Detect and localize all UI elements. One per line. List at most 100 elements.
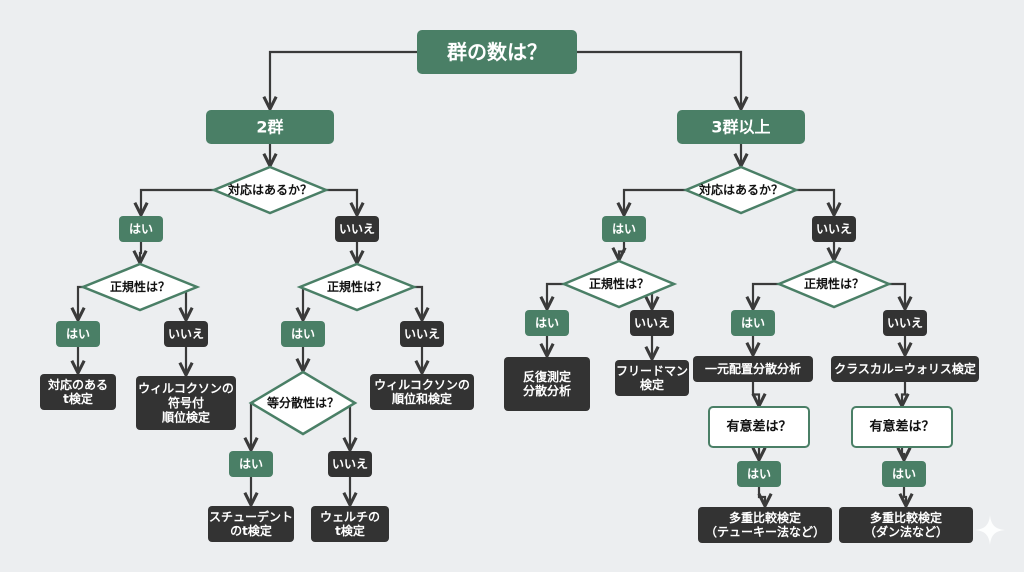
edge-root-to-three-plus	[577, 52, 741, 109]
node-two-groups: 2群	[206, 110, 334, 144]
node-sig-yes2: はい	[882, 461, 926, 487]
node-label: はい	[612, 222, 636, 236]
node-r-no-norm-no: いいえ	[883, 310, 927, 336]
edge-l-no-norm-q-to-l-no-norm-no	[414, 287, 422, 320]
edge-l-yes-norm-q-to-l-yes-norm-yes	[78, 287, 83, 320]
node-l-no-norm-q: 正規性は？	[300, 264, 414, 310]
node-label: 順位検定	[161, 409, 210, 424]
node-friedman: フリードマン検定	[615, 360, 689, 396]
node-paired-t: 対応のあるt検定	[40, 374, 116, 410]
node-label: 2群	[256, 118, 283, 137]
node-label: t検定	[335, 523, 365, 538]
node-student-t: スチューデントのt検定	[208, 506, 294, 542]
node-label: はい	[66, 327, 90, 341]
edge-root-to-two-groups	[270, 52, 417, 109]
node-eqvar-q: 等分散性は？	[251, 372, 355, 434]
node-r-no-norm-yes: はい	[731, 310, 775, 336]
node-r-yes: はい	[602, 216, 646, 242]
node-label: 3群以上	[711, 118, 770, 137]
node-label: 対応はあるか？	[227, 182, 312, 197]
node-rm-anova: 反復測定分散分析	[504, 357, 590, 411]
node-sig-yes1: はい	[737, 461, 781, 487]
edge-sig-q2-to-sig-yes2	[902, 447, 904, 460]
node-l-yes-norm-yes: はい	[56, 321, 100, 347]
edge-r-paired-q-to-r-yes	[624, 190, 686, 215]
node-label: ウィルコクソンの	[138, 382, 234, 396]
node-label: 正規性は？	[804, 276, 864, 291]
node-label: 検定	[640, 377, 664, 392]
node-label: 対応はあるか？	[698, 182, 783, 197]
node-eqvar-no: いいえ	[328, 451, 372, 477]
node-l-yes-norm-q: 正規性は？	[83, 264, 197, 310]
node-label: 有意差は？	[726, 419, 791, 435]
node-r-no: いいえ	[812, 216, 856, 242]
node-sig-q1: 有意差は？	[709, 407, 809, 447]
node-sig-q2: 有意差は？	[852, 407, 952, 447]
edge-kruskal-to-sig-q2	[902, 382, 905, 406]
edge-r-yes-to-r-yes-norm-q	[619, 242, 624, 260]
node-label: 順位和検定	[391, 391, 452, 406]
node-oneway-anova: 一元配置分散分析	[693, 356, 813, 382]
node-label: 分散分析	[523, 383, 571, 398]
node-label: のt検定	[230, 523, 272, 538]
node-label: 符号付	[168, 395, 204, 410]
node-label: 対応のある	[47, 377, 108, 392]
node-tukey: 多重比較検定（テューキー法など）	[698, 507, 832, 543]
node-label: （ダン法など）	[864, 524, 948, 539]
edge-eqvar-q-to-eqvar-no	[350, 403, 355, 450]
node-label: 一元配置分散分析	[705, 361, 801, 376]
node-label: フリードマン	[616, 364, 688, 378]
node-label: （テューキー法など）	[705, 524, 825, 539]
node-three-plus: 3群以上	[677, 110, 805, 144]
node-l-paired-q: 対応はあるか？	[214, 167, 326, 213]
edge-r-no-norm-q-to-r-no-norm-no	[889, 284, 905, 309]
node-r-no-norm-q: 正規性は？	[779, 261, 889, 307]
node-l-no: いいえ	[335, 216, 379, 242]
node-label: 群の数は？	[446, 40, 547, 64]
node-label: 多重比較検定	[729, 510, 801, 525]
node-label: いいえ	[168, 327, 204, 341]
edge-sig-yes1-to-tukey	[759, 487, 765, 506]
node-l-yes: はい	[119, 216, 163, 242]
edge-r-no-norm-q-to-r-no-norm-yes	[753, 284, 779, 309]
edge-l-no-norm-q-to-l-no-norm-yes	[300, 287, 303, 320]
node-label: 有意差は？	[869, 419, 934, 435]
node-label: はい	[535, 316, 559, 330]
edge-l-yes-to-l-yes-norm-q	[140, 242, 141, 263]
node-eqvar-yes: はい	[229, 451, 273, 477]
node-root: 群の数は？	[417, 30, 577, 74]
node-label: いいえ	[634, 316, 670, 330]
node-label: はい	[129, 222, 153, 236]
node-label: はい	[291, 327, 315, 341]
node-l-no-norm-yes: はい	[281, 321, 325, 347]
node-label: ウィルコクソンの	[374, 378, 470, 392]
node-label: スチューデント	[209, 509, 293, 524]
node-label: t検定	[63, 391, 93, 406]
node-wilcoxon-rank: ウィルコクソンの順位和検定	[370, 374, 474, 410]
edge-l-paired-q-to-l-yes	[141, 190, 214, 215]
node-welch-t: ウェルチのt検定	[311, 506, 389, 542]
node-l-no-norm-no: いいえ	[400, 321, 444, 347]
node-label: はい	[892, 467, 916, 481]
node-label: いいえ	[887, 316, 923, 330]
node-label: いいえ	[816, 222, 852, 236]
edge-r-paired-q-to-r-no	[796, 190, 834, 215]
node-label: 正規性は？	[327, 279, 387, 294]
node-label: ウェルチの	[320, 510, 380, 524]
sparkle-icon	[975, 515, 1005, 545]
node-label: 正規性は？	[110, 279, 170, 294]
edge-sig-yes2-to-dunn	[904, 487, 906, 506]
nodes: 群の数は？2群3群以上対応はあるか？はいいいえ正規性は？正規性は？はいいいえはい…	[40, 30, 979, 543]
node-label: 多重比較検定	[870, 510, 942, 525]
node-label: はい	[239, 457, 263, 471]
edge-r-yes-norm-q-to-r-yes-norm-yes	[547, 284, 564, 309]
node-label: はい	[741, 316, 765, 330]
node-label: いいえ	[339, 222, 375, 236]
node-dunn: 多重比較検定（ダン法など）	[839, 507, 973, 543]
edge-l-paired-q-to-l-no	[326, 190, 357, 215]
node-label: いいえ	[332, 457, 368, 471]
node-label: 反復測定	[523, 369, 571, 384]
node-label: はい	[747, 467, 771, 481]
node-label: クラスカル=ウォリス検定	[834, 361, 976, 376]
node-wilcoxon-signed: ウィルコクソンの符号付順位検定	[136, 376, 236, 430]
